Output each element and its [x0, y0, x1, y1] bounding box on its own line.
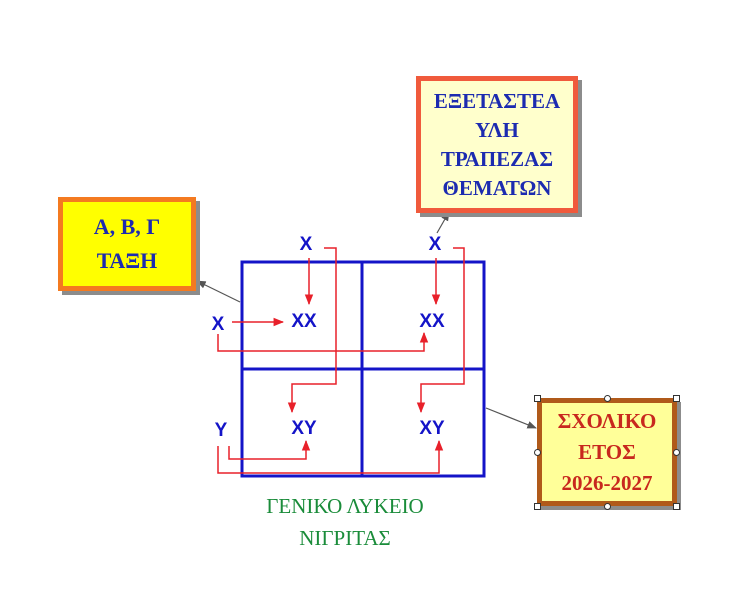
exam-box-line-1: ΕΞΕΤΑΣΤΕΑ: [433, 88, 561, 113]
class-box-line-1: Α, Β, Γ: [93, 214, 161, 239]
school-name: ΓΕΝΙΚΟ ΛΥΚΕΙΟ ΝΙΓΡΙΤΑΣ: [200, 490, 490, 554]
exam-box-line-4: ΘΕΜΑΤΩΝ: [442, 175, 552, 200]
cell-genotype-1-1: XX: [291, 311, 317, 332]
top-gamete-1: X: [300, 234, 313, 255]
cell-genotype-1-2: XX: [419, 311, 445, 332]
left-gamete-1: X: [212, 314, 225, 335]
year-box-line-2: ΕΤΟΣ: [578, 439, 636, 464]
school-name-line-1: ΓΕΝΙΚΟ ΛΥΚΕΙΟ: [266, 494, 424, 518]
arrow-top2-to-xy: [416, 247, 465, 414]
resize-handle-bottom-left[interactable]: [534, 503, 541, 510]
resize-handle-top-left[interactable]: [534, 395, 541, 402]
punnett-grid: [240, 260, 486, 478]
top-gamete-2: X: [429, 234, 442, 255]
connector-year: [485, 407, 537, 429]
class-box-line-2: ΤΑΞΗ: [96, 248, 158, 273]
cell-genotype-2-1: XY: [291, 418, 317, 439]
class-box[interactable]: Α, Β, Γ ΤΑΞΗ: [58, 197, 196, 291]
connector-class: [196, 280, 241, 303]
cell-genotype-2-2: XY: [419, 418, 445, 439]
resize-handle-top[interactable]: [604, 395, 611, 402]
exam-box-line-3: ΤΡΑΠΕΖΑΣ: [440, 146, 554, 171]
resize-handle-right[interactable]: [673, 449, 680, 456]
arrow-left2-to-xy: [228, 439, 311, 460]
connector-exam: [436, 211, 450, 234]
resize-handle-bottom[interactable]: [604, 503, 611, 510]
exam-material-box[interactable]: ΕΞΕΤΑΣΤΕΑ ΥΛΗ ΤΡΑΠΕΖΑΣ ΘΕΜΑΤΩΝ: [416, 76, 578, 213]
school-year-box[interactable]: ΣΧΟΛΙΚΟ ΕΤΟΣ 2026-2027: [537, 398, 677, 506]
arrow-top1-to-xy: [287, 247, 337, 414]
school-name-line-2: ΝΙΓΡΙΤΑΣ: [299, 526, 391, 550]
resize-handle-left[interactable]: [534, 449, 541, 456]
year-box-line-3: 2026-2027: [561, 470, 653, 495]
year-box-line-1: ΣΧΟΛΙΚΟ: [557, 408, 657, 433]
exam-box-line-2: ΥΛΗ: [475, 117, 519, 142]
left-gamete-2: Y: [215, 420, 228, 441]
arrow-left1-to-xx-right: [217, 331, 429, 352]
resize-handle-top-right[interactable]: [673, 395, 680, 402]
resize-handle-bottom-right[interactable]: [673, 503, 680, 510]
arrow-left2-to-xy-right: [217, 439, 444, 474]
